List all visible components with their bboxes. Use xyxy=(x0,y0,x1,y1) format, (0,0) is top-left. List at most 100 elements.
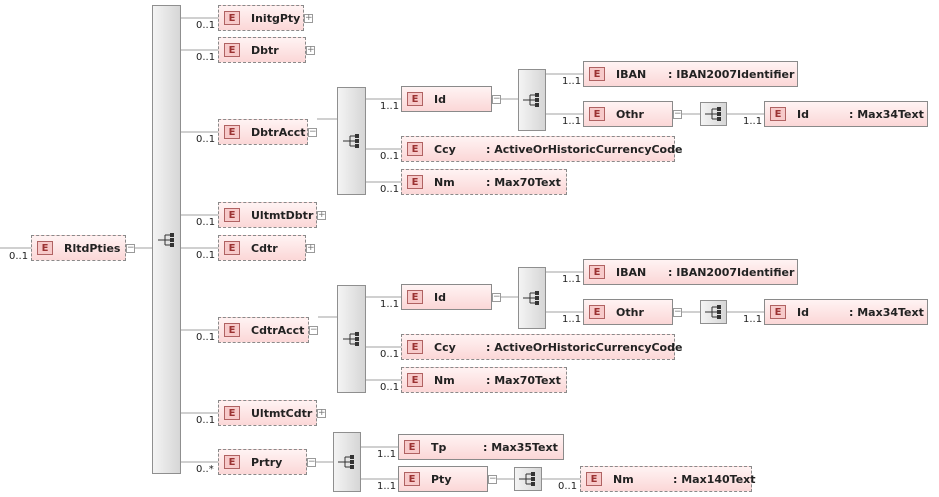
child-cardinality: 0..1 xyxy=(196,332,216,343)
expand-othr-icon[interactable]: − xyxy=(673,109,682,119)
sequence-icon xyxy=(523,291,539,305)
expand-id-icon[interactable]: − xyxy=(492,94,501,104)
othr-id-cardinality: 1..1 xyxy=(743,116,763,127)
child-cardinality: 0..1 xyxy=(196,52,216,63)
sequence-icon xyxy=(342,332,359,346)
element-badge-icon: E xyxy=(224,43,240,57)
element-name: UltmtCdtr xyxy=(251,406,313,420)
element-name: Othr xyxy=(616,305,644,319)
sequence-dbtr_acct[interactable] xyxy=(337,87,366,195)
sequence-id-choice[interactable] xyxy=(518,69,546,131)
sequence-rltdpties[interactable] xyxy=(152,5,181,474)
element-nm[interactable]: E Nm : Max70Text xyxy=(401,367,567,393)
element-badge-icon: E xyxy=(224,241,240,255)
expand-ultmtcdtr-icon[interactable]: + xyxy=(317,408,326,418)
sequence-pty[interactable] xyxy=(514,467,542,491)
element-badge-icon: E xyxy=(407,290,423,304)
nm-cardinality: 0..1 xyxy=(380,184,400,195)
element-name: IBAN xyxy=(616,265,647,279)
othr-cardinality: 1..1 xyxy=(562,116,582,127)
expand-dbtracct-icon[interactable]: − xyxy=(308,127,317,137)
expand-dbtr-icon[interactable]: + xyxy=(306,45,315,55)
expand-ultmtdbtr-icon[interactable]: + xyxy=(317,210,326,220)
child-cardinality: 0..1 xyxy=(196,20,216,31)
element-type: : IBAN2007Identifier xyxy=(668,265,795,279)
expand-cdtr-icon[interactable]: + xyxy=(306,243,315,253)
element-type: : ActiveOrHistoricCurrencyCode xyxy=(486,142,683,156)
expand-pty-icon[interactable]: − xyxy=(488,474,497,484)
element-name: Tp xyxy=(431,440,447,454)
expand-cdtracct-icon[interactable]: − xyxy=(309,325,318,335)
element-name: Nm xyxy=(613,472,634,486)
element-type: : Max70Text xyxy=(486,373,561,387)
sequence-icon xyxy=(519,472,535,486)
element-badge-icon: E xyxy=(407,142,423,156)
element-cdtr[interactable]: E Cdtr xyxy=(218,235,306,261)
element-name: Nm xyxy=(434,175,455,189)
root-cardinality: 0..1 xyxy=(9,251,29,262)
expand-prtry-icon[interactable]: − xyxy=(307,457,316,467)
child-cardinality: 0..1 xyxy=(196,134,216,145)
element-name: RltdPties xyxy=(64,241,121,255)
element-badge-icon: E xyxy=(586,472,602,486)
sequence-id-choice[interactable] xyxy=(518,267,546,329)
element-othr[interactable]: E Othr xyxy=(583,299,673,325)
child-cardinality: 0..* xyxy=(196,464,214,475)
element-name: DbtrAcct xyxy=(251,125,306,139)
sequence-prtry[interactable] xyxy=(333,432,361,492)
element-name: Id xyxy=(797,107,809,121)
element-badge-icon: E xyxy=(589,107,605,121)
othr-id-cardinality: 1..1 xyxy=(743,314,763,325)
element-badge-icon: E xyxy=(224,455,240,469)
child-cardinality: 0..1 xyxy=(196,415,216,426)
element-badge-icon: E xyxy=(407,373,423,387)
element-name: Cdtr xyxy=(251,241,278,255)
element-badge-icon: E xyxy=(404,472,420,486)
sequence-othr[interactable] xyxy=(700,102,727,126)
element-type: : Max35Text xyxy=(483,440,558,454)
sequence-cdtr_acct[interactable] xyxy=(337,285,366,393)
ccy-cardinality: 0..1 xyxy=(380,349,400,360)
element-ccy[interactable]: E Ccy : ActiveOrHistoricCurrencyCode xyxy=(401,136,682,162)
element-name: Id xyxy=(434,92,446,106)
expand-initgpty-icon[interactable]: + xyxy=(304,13,313,23)
element-badge-icon: E xyxy=(589,305,605,319)
expand-rltdpties-icon[interactable]: − xyxy=(126,243,135,253)
element-name: UltmtDbtr xyxy=(251,208,314,222)
element-name: Dbtr xyxy=(251,43,279,57)
element-name: Nm xyxy=(434,373,455,387)
sequence-othr[interactable] xyxy=(700,300,727,324)
pty-nm-cardinality: 0..1 xyxy=(558,481,578,492)
id-cardinality: 1..1 xyxy=(380,299,400,310)
element-dbtr[interactable]: E Dbtr xyxy=(218,37,306,63)
element-name: Ccy xyxy=(434,340,456,354)
expand-othr-icon[interactable]: − xyxy=(673,307,682,317)
element-name: Ccy xyxy=(434,142,456,156)
element-type: : Max34Text xyxy=(849,107,924,121)
sequence-icon xyxy=(342,134,359,148)
element-name: InitgPty xyxy=(251,11,301,25)
expand-id-icon[interactable]: − xyxy=(492,292,501,302)
element-type: : IBAN2007Identifier xyxy=(668,67,795,81)
